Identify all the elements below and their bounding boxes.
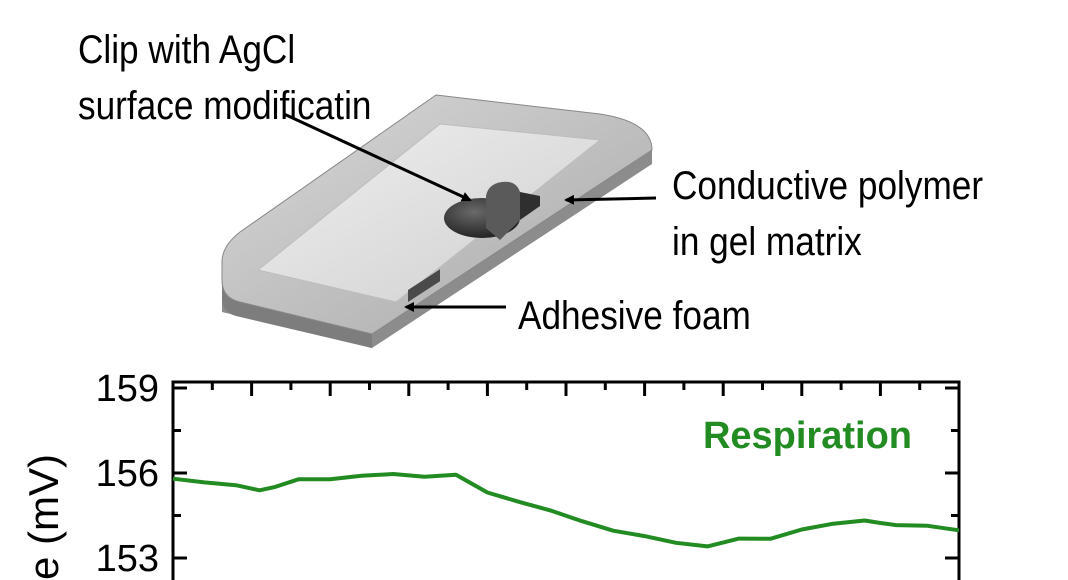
- polymer-label-line1: Conductive polymer: [672, 164, 984, 208]
- foam-label: Adhesive foam: [518, 294, 751, 338]
- foam-front-face: [222, 280, 372, 348]
- clip-post-shade: [520, 192, 540, 220]
- series-line-respiration: [172, 472, 960, 549]
- clip-callout-arrow: [283, 112, 472, 202]
- y-tick-label: 159: [96, 368, 159, 410]
- y-tick-label: 156: [96, 453, 159, 495]
- electrode-illustration: [221, 94, 657, 348]
- clip-label-line2: surface modificatin: [78, 84, 372, 128]
- y-tick-label: 153: [96, 538, 159, 580]
- y-axis-label: e (mV): [20, 454, 67, 580]
- clip-label-line1: Clip with AgCl: [78, 28, 296, 72]
- chart-annotation: Respiration: [703, 415, 912, 457]
- release-liner: [256, 123, 602, 303]
- x-minor-ticks: [210, 382, 922, 396]
- clip-post: [486, 181, 520, 240]
- gel-window-left: [408, 269, 440, 303]
- chart: 159 156 153 Respiration e (mV): [20, 368, 961, 580]
- y-ticks: 159 156 153: [96, 368, 959, 580]
- polymer-label-line2: in gel matrix: [672, 220, 862, 264]
- polymer-callout-arrow: [564, 194, 657, 205]
